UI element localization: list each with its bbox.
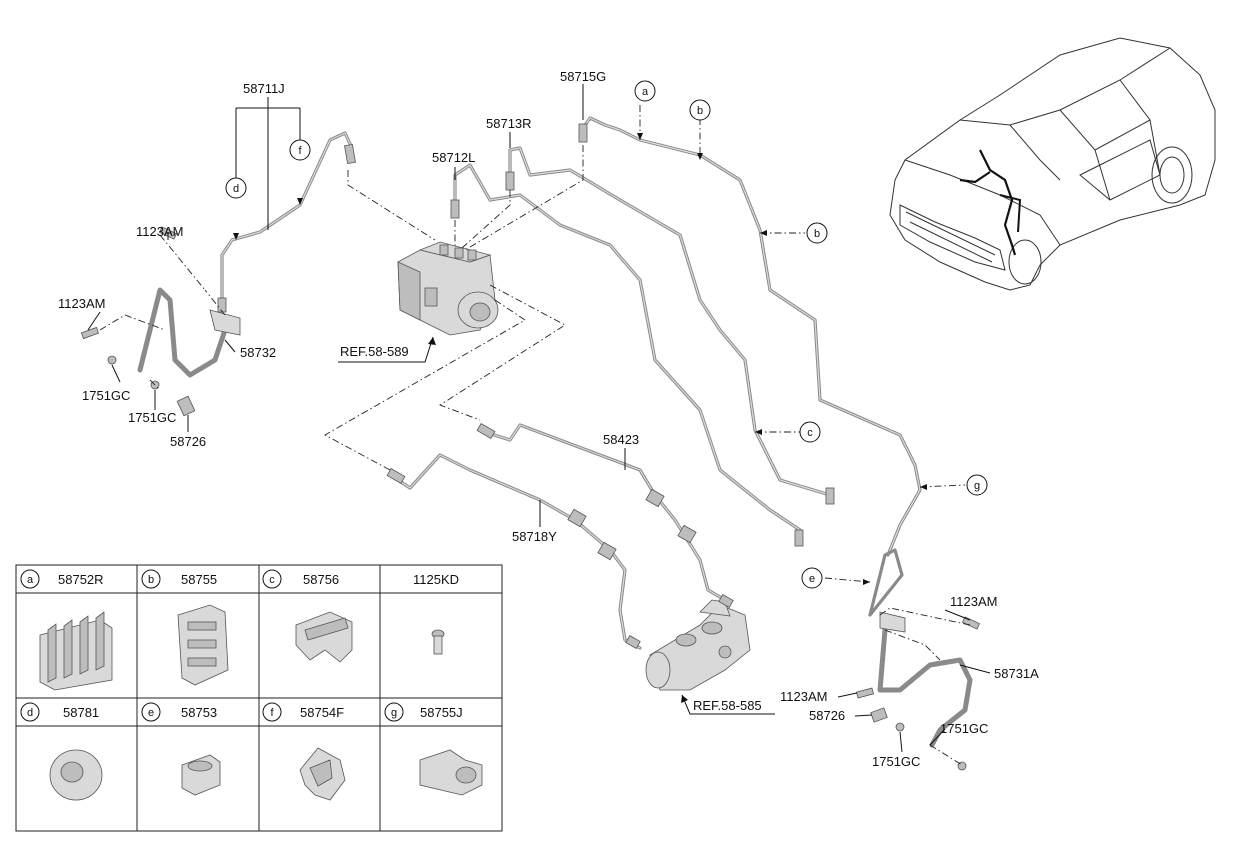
legend-cell-1125kd: 1125KD — [413, 572, 459, 587]
svg-text:d: d — [233, 183, 239, 195]
label-58423: 58423 — [603, 432, 639, 447]
svg-text:g: g — [391, 707, 397, 719]
letter-a-callout: a — [634, 80, 656, 102]
letter-g-callout: g — [966, 474, 988, 496]
label-ref-58-589: REF.58-589 — [340, 344, 409, 359]
svg-text:c: c — [269, 574, 275, 586]
label-58712L: 58712L — [432, 150, 475, 165]
svg-text:a: a — [27, 574, 34, 586]
grommet-58781-icon — [49, 749, 103, 801]
letter-f-callout: f — [289, 139, 311, 161]
label-1751GC: 1751GC — [82, 388, 130, 403]
label-58732: 58732 — [240, 345, 276, 360]
label-58726: 58726 — [809, 708, 845, 723]
svg-text:b: b — [814, 228, 820, 240]
label-58726: 58726 — [170, 434, 206, 449]
svg-text:f: f — [270, 707, 274, 719]
label-58711J: 58711J — [243, 81, 285, 96]
svg-text:a: a — [642, 86, 649, 98]
legend-cell-b: b 58755 — [141, 569, 217, 589]
arrowheads — [233, 133, 927, 703]
letter-c-callout: c — [799, 421, 821, 443]
clip-58754F-icon — [299, 747, 346, 801]
clip-58755-icon — [177, 604, 229, 686]
label-1123AM: 1123AM — [780, 689, 827, 704]
legend-cell-c: c 58756 — [262, 569, 339, 589]
label-1751GC: 1751GC — [872, 754, 920, 769]
clip-58753-icon — [181, 754, 221, 796]
svg-text:58752R: 58752R — [58, 572, 104, 587]
svg-text:58755J: 58755J — [420, 705, 463, 720]
svg-text:g: g — [974, 480, 980, 492]
bolts — [80, 226, 981, 771]
legend-cell-f: f 58754F — [262, 702, 344, 722]
svg-text:c: c — [807, 427, 813, 439]
svg-text:58755: 58755 — [181, 572, 217, 587]
label-58731A: 58731A — [994, 666, 1039, 681]
master-cylinder — [645, 599, 751, 691]
svg-text:d: d — [27, 707, 33, 719]
callout-leaders — [87, 84, 991, 753]
svg-text:b: b — [148, 574, 154, 586]
label-1123AM: 1123AM — [950, 594, 997, 609]
clip-58756-icon — [295, 611, 353, 663]
letter-b-callout: b — [689, 99, 711, 121]
clip-58752R-icon — [39, 611, 113, 691]
svg-text:b: b — [697, 105, 703, 117]
legend-cell-d: d 58781 — [20, 702, 99, 722]
legend-table: a 58752R b 58755 c 58756 1125KD d 58781 … — [15, 564, 503, 832]
svg-text:e: e — [148, 707, 154, 719]
label-58718Y: 58718Y — [512, 529, 557, 544]
svg-text:58781: 58781 — [63, 705, 99, 720]
svg-text:f: f — [298, 145, 302, 157]
svg-text:58754F: 58754F — [300, 705, 344, 720]
letter-d-callout: d — [225, 177, 247, 199]
legend-cell-a: a 58752R — [20, 569, 104, 589]
bolt-1125KD-icon — [431, 629, 445, 655]
label-1123AM: 1123AM — [136, 224, 183, 239]
pipe-fittings — [209, 123, 906, 650]
svg-text:58753: 58753 — [181, 705, 217, 720]
letter-e-callout: e — [801, 567, 823, 589]
clip-58755J-icon — [419, 749, 483, 796]
legend-cell-g: g 58755J — [384, 702, 463, 722]
label-58715G: 58715G — [560, 69, 606, 84]
reference-lines — [99, 105, 971, 766]
letter-b-callout: b — [806, 222, 828, 244]
label-1123AM: 1123AM — [58, 296, 105, 311]
label-1751GC: 1751GC — [128, 410, 176, 425]
abs-modulator-unit — [397, 241, 499, 336]
svg-text:e: e — [809, 573, 815, 585]
svg-text:1125KD: 1125KD — [413, 572, 459, 587]
legend-cell-e: e 58753 — [141, 702, 217, 722]
label-58713R: 58713R — [486, 116, 532, 131]
label-ref-58-585: REF.58-585 — [693, 698, 762, 713]
label-1751GC: 1751GC — [940, 721, 988, 736]
part-labels: 58711J 58715G 58713R 58712L 1123AM 1123A… — [58, 69, 1039, 769]
letter-callouts: a b b c g e f d — [225, 80, 988, 589]
vehicle-illustration — [889, 37, 1216, 291]
svg-text:58756: 58756 — [303, 572, 339, 587]
